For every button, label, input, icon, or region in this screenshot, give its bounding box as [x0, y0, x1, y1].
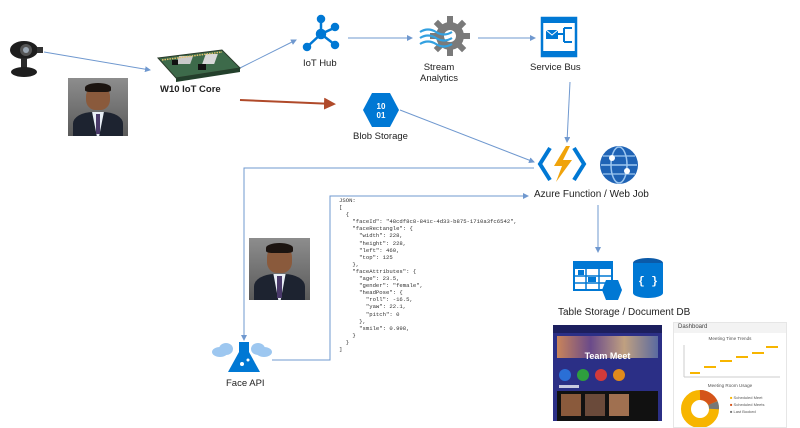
- arrow-servicebus-to-function: [564, 81, 571, 143]
- svg-text:10: 10: [377, 102, 386, 111]
- stream-analytics-label: Stream Analytics: [420, 62, 459, 84]
- legend-item: ■ Scheduled Meet: [730, 395, 763, 400]
- webcam-icon: [10, 41, 43, 77]
- app-button[interactable]: [595, 369, 607, 381]
- legend-item: ■ Scheduled Meets: [730, 402, 765, 407]
- person-photo: [249, 238, 310, 300]
- meeting-room-donut: [681, 390, 720, 427]
- iot-board-icon: [156, 49, 242, 82]
- arrow-w10-to-iothub: [239, 39, 297, 69]
- blob-storage-label: Blob Storage: [353, 131, 408, 142]
- azure-function-label: Azure Function / Web Job: [534, 189, 649, 200]
- arrow-blob-to-function: [399, 109, 535, 163]
- arrow-faceapi-to-function: [272, 193, 529, 361]
- table-storage-label: Table Storage / Document DB: [558, 307, 691, 318]
- app-title: Team Meet: [584, 351, 631, 361]
- chart1-title: Meeting Time Trends: [708, 336, 752, 341]
- dashboard-screenshot: Dashboard Meeting Time Trends Meeting Ro…: [673, 322, 787, 428]
- svg-text:{ }: { }: [638, 276, 658, 288]
- app-button[interactable]: [577, 369, 589, 381]
- chart2-title: Meeting Room Usage: [707, 383, 753, 388]
- arrow-webcam-to-w10: [43, 51, 151, 73]
- service-bus-label: Service Bus: [530, 62, 581, 73]
- meeting-time-chart: [683, 345, 780, 378]
- face-api-icon: [212, 342, 272, 372]
- svg-text:01: 01: [377, 111, 386, 120]
- face-api-label: Face API: [226, 378, 265, 389]
- w10-label: W10 IoT Core: [160, 84, 221, 95]
- web-job-icon: [600, 146, 638, 184]
- service-bus-icon: [540, 16, 578, 58]
- azure-function-icon: [537, 146, 587, 182]
- table-storage-icon: [573, 261, 622, 300]
- iot-hub-label: IoT Hub: [303, 58, 337, 69]
- stream-analytics-icon: [419, 16, 470, 56]
- person-photo: [68, 78, 128, 136]
- team-meet-app-screenshot: Team Meet: [553, 325, 662, 421]
- blob-storage-icon: 10 01: [363, 93, 399, 127]
- legend-item: ■ Last Booked: [730, 409, 756, 414]
- json-sample: JSON: [ { "faceId": "48cdf8c8-841c-4d33-…: [339, 197, 517, 353]
- app-button[interactable]: [559, 369, 571, 381]
- document-db-icon: { }: [633, 258, 663, 298]
- dashboard-title: Dashboard: [678, 324, 708, 330]
- iot-hub-icon: [302, 14, 340, 52]
- arrow-function-to-faceapi: [241, 167, 534, 341]
- arrow-w10-to-blob: [239, 97, 336, 110]
- app-button[interactable]: [613, 369, 625, 381]
